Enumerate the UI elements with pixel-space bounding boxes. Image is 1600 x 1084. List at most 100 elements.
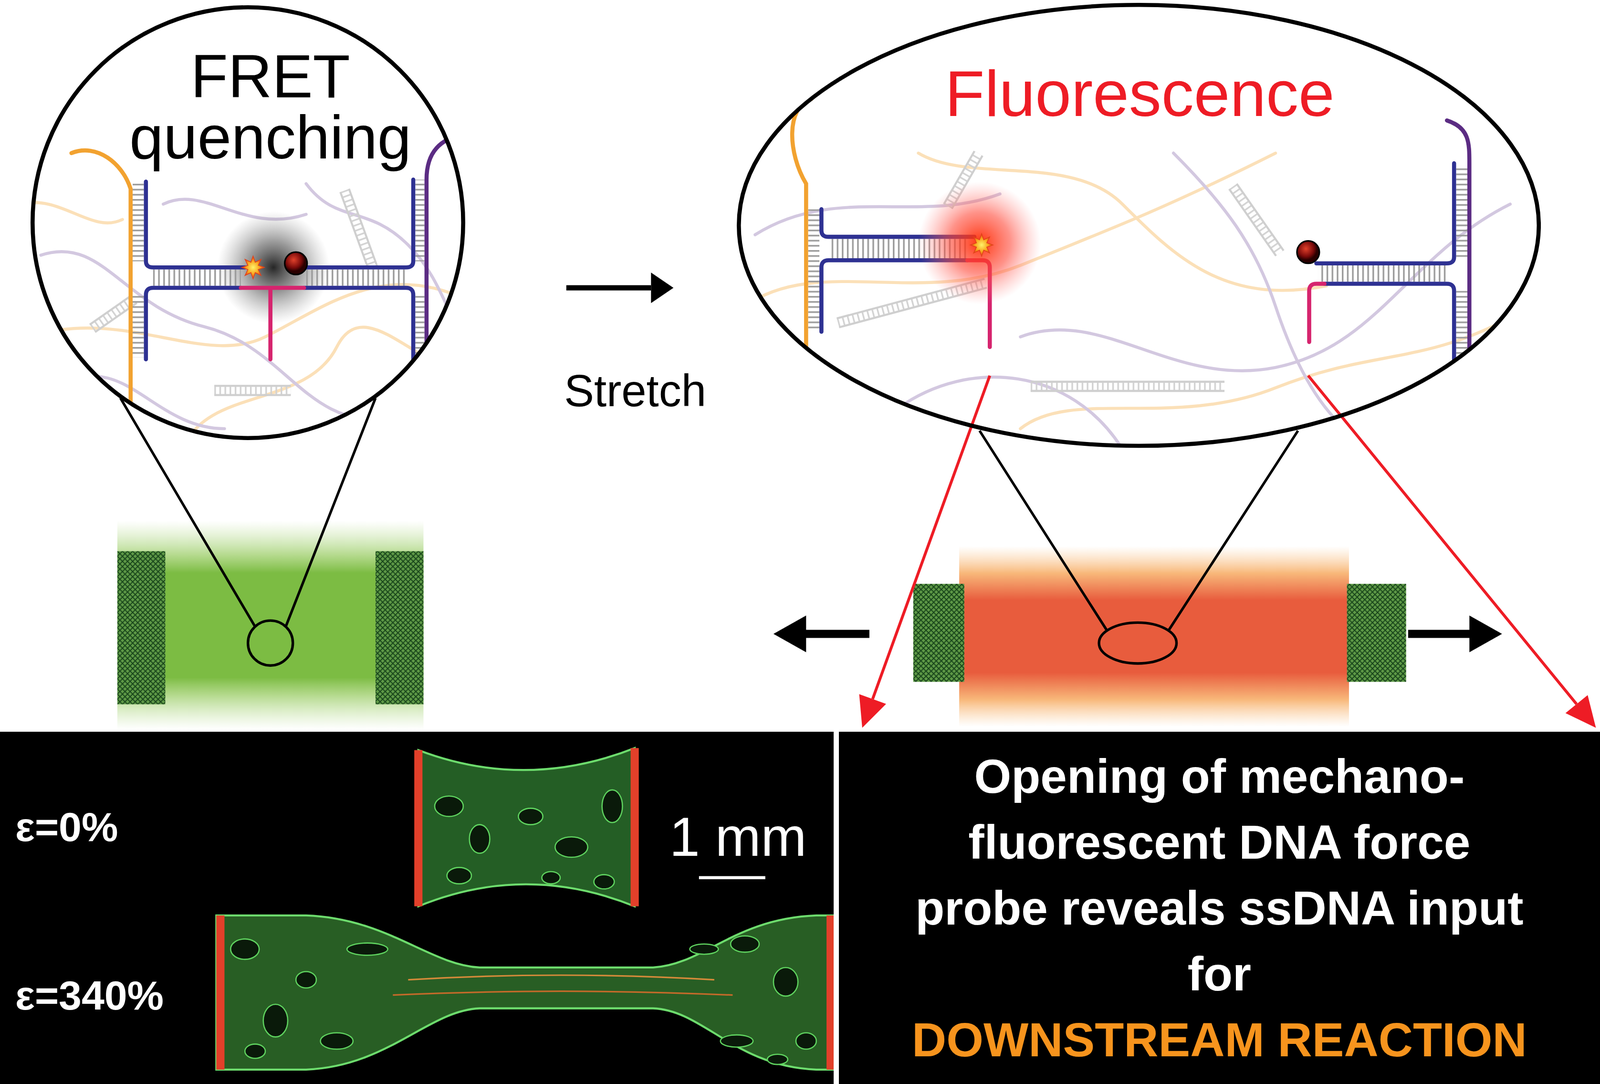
gel-micrograph [407, 974, 715, 980]
dna-strand [63, 150, 131, 425]
dna-duplex [340, 188, 377, 269]
dna-strand [240, 287, 305, 360]
zoom-circle: FRET quenching [30, 5, 466, 440]
zoom-marker [120, 397, 1298, 666]
gel-micrograph [230, 935, 816, 1065]
probe-duplex [1455, 290, 1468, 405]
dna-duplex [1030, 381, 1225, 391]
arrow-head [650, 272, 674, 304]
stretched-strip [913, 583, 965, 682]
fluorophore [970, 233, 994, 257]
gel-micrograph [320, 1032, 353, 1049]
gel-micrograph [418, 747, 635, 906]
dna-duplex [340, 188, 377, 269]
fluorophore [241, 256, 265, 279]
gel-micrograph [230, 938, 260, 960]
gel-micrograph [216, 915, 834, 1070]
connector [859, 375, 991, 728]
quencher [1296, 240, 1320, 264]
stretched-strip [913, 545, 1407, 727]
arrow-head [859, 693, 887, 728]
dna-strand [146, 287, 241, 360]
dna-network [744, 98, 1531, 449]
dna-strand [785, 98, 812, 444]
gel-micrograph [244, 1044, 266, 1059]
dna-strand [297, 179, 414, 268]
force-arrow [799, 629, 869, 638]
dna-network [20, 132, 480, 450]
dna-duplex [1229, 183, 1284, 256]
polymer-strand [1173, 153, 1378, 450]
state-label: Fluorescence [900, 56, 1379, 131]
probe-duplex [415, 179, 425, 262]
gel-micrograph [346, 942, 388, 956]
illustration [20, 98, 1531, 730]
gel-micrograph [730, 935, 760, 952]
gel-micrograph [773, 967, 798, 996]
dna-duplex [1229, 183, 1284, 256]
probe-duplex [132, 295, 145, 357]
micrograph [0, 731, 834, 1084]
probe-duplex [808, 209, 820, 332]
state-label: FRET quenching [108, 45, 433, 168]
gel-micrograph [541, 871, 560, 884]
force-arrow [1469, 615, 1502, 652]
connector-line [566, 285, 652, 291]
dna-duplex [214, 385, 291, 395]
gel-micrograph [263, 1003, 288, 1037]
micrograph-panel: ε=0%ε=340%1 mm [0, 731, 834, 1084]
gel-micrograph [795, 1032, 817, 1049]
hydrogel-strip [117, 551, 166, 705]
polymer-strand [183, 327, 480, 450]
connector [1307, 375, 1596, 728]
hydrogel-strip [117, 520, 424, 730]
probe-duplex [306, 269, 407, 286]
gel-micrograph [216, 915, 225, 1070]
gel-micrograph [392, 991, 733, 995]
gel-micrograph [447, 867, 472, 884]
force-arrow [773, 615, 1503, 652]
connector-line [1307, 375, 1577, 704]
dna-strand [1316, 163, 1455, 264]
polymer-strand [20, 183, 480, 450]
gel-micrograph [414, 747, 639, 906]
connector [566, 272, 674, 304]
highlight-text: DOWNSTREAM REACTION [909, 1006, 1529, 1073]
zoom-ellipse: Fluorescence [736, 2, 1541, 448]
dna-duplex [214, 385, 291, 395]
dna-duplex [214, 385, 291, 395]
outline-shape [32, 7, 463, 438]
force-arrow [773, 615, 806, 652]
gel-micrograph [602, 789, 623, 823]
dna-duplex [1030, 381, 1225, 391]
force-arrow [1408, 629, 1478, 638]
zoom-marker [1098, 622, 1177, 664]
zoom-marker [120, 397, 376, 627]
arrow-head [1565, 694, 1597, 728]
gel-micrograph [518, 808, 543, 825]
gel-micrograph [414, 750, 423, 907]
polymer-strand [744, 153, 1531, 450]
gel-micrograph [720, 1034, 753, 1047]
gel-micrograph [690, 943, 719, 954]
probe-duplex [132, 179, 425, 408]
probe-duplex [1455, 165, 1468, 257]
fluorescence-glow [918, 181, 1042, 305]
zoom-marker [979, 430, 1298, 631]
polymer-strand [61, 376, 225, 429]
probe-duplex [153, 269, 241, 286]
gel-micrograph [434, 789, 623, 889]
gel-micrograph [767, 1054, 788, 1065]
dna-strand [146, 181, 245, 268]
polymer-strand [20, 202, 123, 223]
dna-strand [785, 98, 1501, 444]
dna-duplex [340, 188, 377, 269]
quencher [284, 251, 308, 275]
dna-strand [426, 132, 470, 431]
edge-label: Stretch [560, 365, 711, 417]
strain-label: ε=340% [15, 971, 199, 1019]
gel-micrograph [434, 795, 464, 817]
hydrogel-strip [117, 520, 424, 730]
